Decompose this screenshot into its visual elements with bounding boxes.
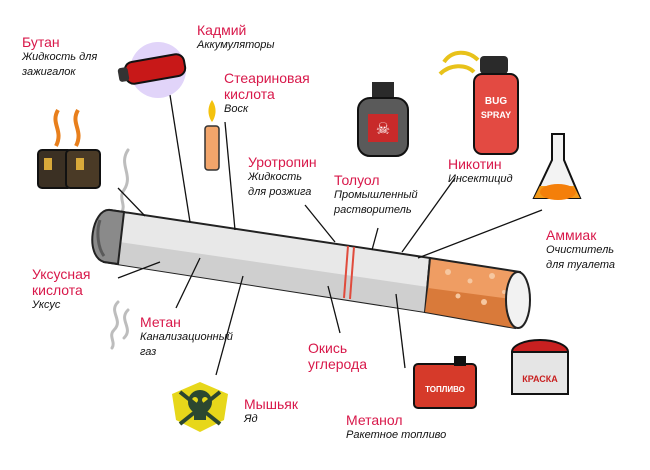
line-urotropin (304, 204, 336, 243)
svg-text:☠: ☠ (376, 121, 390, 138)
line-cadmium (169, 94, 191, 223)
candle-icon (204, 100, 220, 171)
flask-icon (532, 133, 582, 200)
line-stearic (224, 121, 236, 231)
label-methanol: Метанол Ракетное топливо (346, 412, 447, 441)
skull-icon (172, 382, 228, 432)
svg-text:SPRAY: SPRAY (481, 110, 511, 120)
battery-icon (117, 42, 187, 98)
svg-text:ТОПЛИВО: ТОПЛИВО (425, 385, 465, 394)
fuel-canister-icon: ТОПЛИВО (413, 356, 477, 409)
line-methanol (395, 293, 406, 369)
label-methane: Метан Канализационный газ (140, 314, 233, 358)
label-butane: Бутан Жидкость для зажигалок (22, 34, 98, 78)
smoke-icon (110, 148, 130, 350)
lighter-icon (37, 109, 101, 189)
label-carbon-monoxide: Окись углерода (308, 340, 367, 372)
line-toluene (371, 227, 379, 251)
line-nicotine (401, 177, 456, 253)
line-co (327, 285, 341, 334)
line-butane (117, 187, 146, 217)
line-acetic (117, 261, 161, 279)
line-ammonia (417, 209, 543, 259)
label-acetic-acid: Уксусная кислота Уксус (32, 266, 91, 311)
label-urotropin: Уротропин Жидкость для розжига (248, 154, 317, 198)
svg-text:BUG: BUG (485, 96, 507, 107)
line-methane (175, 257, 201, 309)
label-stearic-acid: Стеариновая кислота Воск (224, 70, 310, 115)
spray-can-icon: BUG SPRAY (438, 50, 519, 155)
pointer-lines (117, 94, 543, 376)
cigarette-icon (91, 208, 531, 330)
label-ammonia: Аммиак Очиститель для туалета (546, 227, 615, 271)
label-cadmium: Кадмий Аккумуляторы (197, 22, 275, 51)
line-arsenic (215, 275, 244, 376)
paint-can-icon: КРАСКА (511, 339, 569, 395)
label-nicotine: Никотин Инсектицид (448, 156, 513, 185)
svg-text:КРАСКА: КРАСКА (522, 374, 558, 384)
label-arsenic: Мышьяк Яд (244, 396, 298, 425)
poison-bottle-icon: ☠ (357, 82, 409, 157)
label-toluene: Толуол Промышленный растворитель (334, 172, 418, 216)
